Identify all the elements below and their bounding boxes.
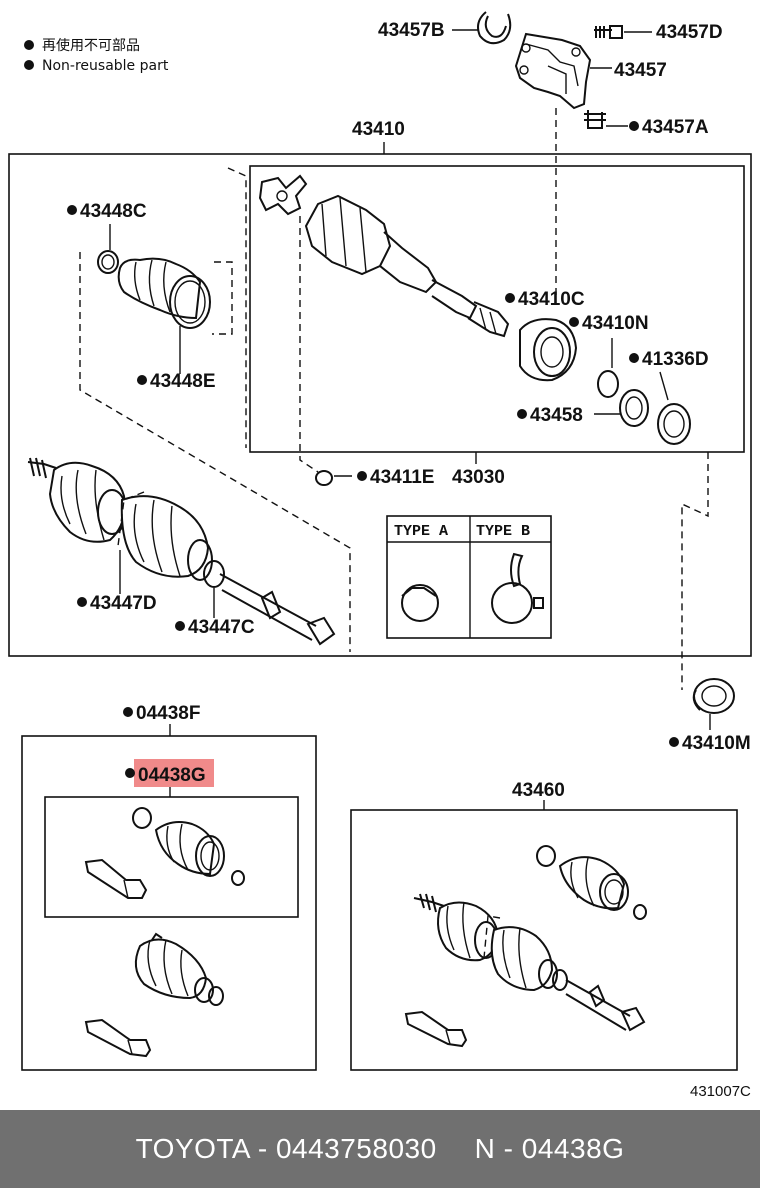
- boot-clamp-icon: [132, 807, 152, 829]
- label-04438G[interactable]: 04438G: [138, 765, 206, 786]
- type-table: TYPE A TYPE B: [386, 515, 552, 639]
- label-43457A[interactable]: 43457A: [642, 117, 709, 138]
- bearing-bracket-icon: [514, 32, 592, 110]
- label-41336D[interactable]: 41336D: [642, 349, 709, 370]
- type-b-label: TYPE B: [476, 523, 530, 540]
- figure-code: 431007C: [690, 1083, 751, 1100]
- seal-icon: [657, 403, 691, 445]
- footer-ref-number: N - 04438G: [474, 1133, 625, 1164]
- legend-en: Non-reusable part: [42, 58, 169, 74]
- bullet-icon: [629, 353, 639, 363]
- outboard-joint-housing-icon: [304, 194, 392, 276]
- inboard-boot-icon: [117, 257, 202, 320]
- label-43410[interactable]: 43410: [352, 119, 405, 140]
- snap-ring-icon: [315, 470, 333, 486]
- label-43448C[interactable]: 43448C: [80, 201, 147, 222]
- label-43448E[interactable]: 43448E: [150, 371, 216, 392]
- bullet-icon: [77, 597, 87, 607]
- bullet-icon: [24, 60, 34, 70]
- label-43410N[interactable]: 43410N: [582, 313, 649, 334]
- bullet-icon: [505, 293, 515, 303]
- footer-bar: TOYOTA - 0443758030 N - 04438G: [0, 1110, 760, 1188]
- label-43410C[interactable]: 43410C: [518, 289, 585, 310]
- bearing-icon: [693, 678, 735, 714]
- grease-tube-icon: [404, 1010, 468, 1048]
- tripod-joint-icon: [258, 174, 308, 216]
- clamp-type-b-icon: [491, 582, 533, 624]
- label-43457D[interactable]: 43457D: [656, 22, 723, 43]
- drive-shaft-icon: [413, 897, 445, 907]
- assembly-43410: 43410 43448C 43448E 43: [8, 119, 752, 690]
- dust-deflector-icon: [619, 389, 649, 427]
- label-43447C[interactable]: 43447C: [188, 617, 255, 638]
- bullet-icon: [24, 40, 34, 50]
- grease-tube-icon: [84, 1018, 152, 1058]
- outboard-boot-icon: [134, 938, 208, 1000]
- bullet-icon: [125, 768, 135, 778]
- parts-diagram: 再使用不可部品 Non-reusable part 43457B 43457D …: [8, 11, 752, 1100]
- clamp-type-a-icon: [401, 584, 439, 622]
- label-43457[interactable]: 43457: [614, 60, 667, 81]
- bullet-icon: [569, 317, 579, 327]
- bullet-icon: [517, 409, 527, 419]
- label-43458[interactable]: 43458: [530, 405, 583, 426]
- bullet-icon: [669, 737, 679, 747]
- drive-shaft-outer-icon: [27, 461, 57, 469]
- bolt-icon: [584, 110, 606, 129]
- label-43457B[interactable]: 43457B: [378, 20, 445, 41]
- boot-clamp-icon: [97, 250, 119, 274]
- legend-jp: 再使用不可部品: [42, 37, 140, 54]
- highlight-box: [134, 759, 214, 787]
- inboard-boot-icon: [154, 821, 216, 876]
- type-a-label: TYPE A: [394, 523, 448, 540]
- bullet-icon: [137, 375, 147, 385]
- assembly-43460: 43460: [350, 780, 738, 1071]
- bullet-icon: [175, 621, 185, 631]
- kit-04438F: 04438F 04438G: [21, 703, 317, 1071]
- footer-part-number: TOYOTA - 0443758030: [135, 1133, 437, 1164]
- label-43410M[interactable]: 43410M: [682, 733, 751, 754]
- bullet-icon: [67, 205, 77, 215]
- bullet-icon: [357, 471, 367, 481]
- label-04438F[interactable]: 04438F: [136, 703, 200, 724]
- bullet-icon: [629, 121, 639, 131]
- band-clamp-icon: [477, 11, 512, 45]
- label-43447D[interactable]: 43447D: [90, 593, 157, 614]
- label-43411E[interactable]: 43411E: [370, 467, 434, 488]
- snap-ring-icon: [597, 370, 619, 398]
- label-43460[interactable]: 43460: [512, 780, 565, 801]
- bolt-icon: [594, 25, 623, 39]
- bracket-group: 43457B 43457D 43457 43457A: [378, 11, 723, 300]
- bearing-icon: [519, 318, 578, 382]
- part-43410M: 43410M: [669, 678, 751, 754]
- legend: 再使用不可部品 Non-reusable part: [24, 37, 169, 74]
- grease-tube-icon: [84, 858, 148, 899]
- bullet-icon: [123, 707, 133, 717]
- label-43030[interactable]: 43030: [452, 467, 505, 488]
- clamp-ring-icon: [203, 560, 225, 588]
- boot-clamp-icon: [536, 845, 556, 867]
